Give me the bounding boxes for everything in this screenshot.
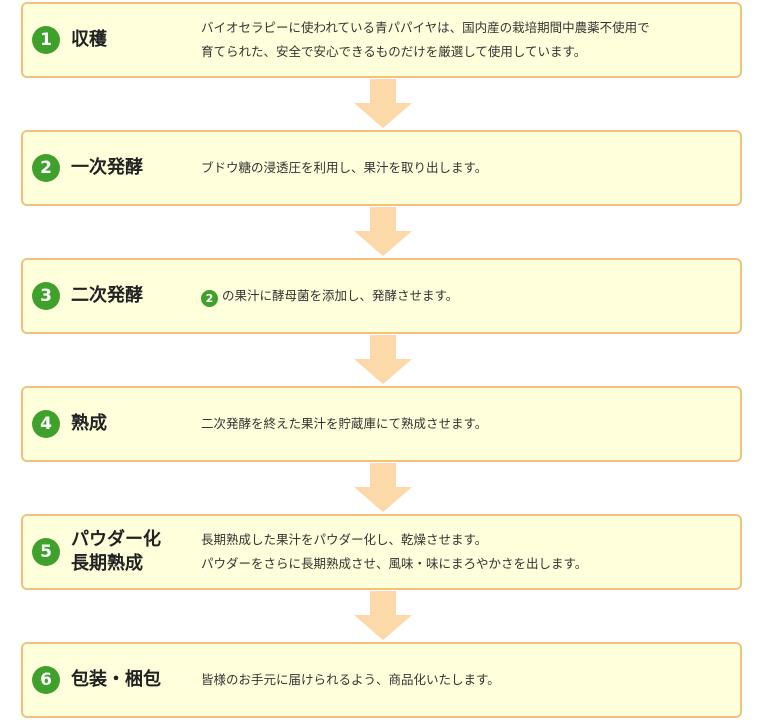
step-title-line: 収穫	[71, 29, 107, 50]
step-description-line: 二次発酵を終えた果汁を貯蔵庫にて熟成させます。	[201, 416, 488, 431]
step-description-line: バイオセラピーに使われている青パパイヤは、国内産の栽培期間中農薬不使用で	[201, 20, 650, 35]
step-description: バイオセラピーに使われている青パパイヤは、国内産の栽培期間中農薬不使用で 育てら…	[201, 16, 650, 64]
step-description-line: 長期熟成した果汁をパウダー化し、乾燥させます。	[201, 532, 488, 547]
step-title: 包装・梱包	[71, 668, 161, 692]
step-box-4: 4 熟成 二次発酵を終えた果汁を貯蔵庫にて熟成させます。	[21, 386, 742, 462]
step-title-line: 二次発酵	[71, 285, 143, 306]
step-description: 2 の果汁に酵母菌を添加し、発酵させます。	[201, 284, 458, 308]
step-description-line: パウダーをさらに長期熟成させ、風味・味にまろやかさを出します。	[201, 556, 588, 571]
step-description-line: ブドウ糖の浸透圧を利用し、果汁を取り出します。	[201, 160, 488, 175]
flow-arrow-down-icon	[354, 591, 412, 640]
step-title-line: 包装・梱包	[71, 669, 161, 690]
step-title: パウダー化 長期熟成	[71, 528, 161, 576]
step-number-badge: 4	[32, 410, 60, 438]
step-reference-badge: 2	[201, 290, 218, 307]
step-number-badge: 6	[32, 666, 60, 694]
step-description-line: 育てられた、安全で安心できるものだけを厳選して使用しています。	[201, 44, 587, 59]
step-description: ブドウ糖の浸透圧を利用し、果汁を取り出します。	[201, 156, 487, 180]
step-box-1: 1 収穫 バイオセラピーに使われている青パパイヤは、国内産の栽培期間中農薬不使用…	[21, 2, 742, 78]
step-title-line: 一次発酵	[71, 157, 143, 178]
step-description-line: 皆様のお手元に届けられるよう、商品化いたします。	[201, 672, 500, 687]
flow-arrow-down-icon	[354, 463, 412, 512]
step-number-badge: 2	[32, 154, 60, 182]
flow-arrow-down-icon	[354, 335, 412, 384]
step-title: 二次発酵	[71, 284, 143, 308]
step-description-line: 2 の果汁に酵母菌を添加し、発酵させます。	[201, 284, 458, 308]
step-title: 収穫	[71, 28, 107, 52]
step-number-badge: 5	[32, 538, 60, 566]
step-box-3: 3 二次発酵 2 の果汁に酵母菌を添加し、発酵させます。	[21, 258, 742, 334]
step-number-badge: 1	[32, 26, 60, 54]
step-description: 二次発酵を終えた果汁を貯蔵庫にて熟成させます。	[201, 412, 487, 436]
step-title: 熟成	[71, 412, 107, 436]
flow-arrow-down-icon	[354, 79, 412, 128]
step-description: 皆様のお手元に届けられるよう、商品化いたします。	[201, 668, 500, 692]
step-title-line: パウダー化	[71, 529, 161, 550]
step-description: 長期熟成した果汁をパウダー化し、乾燥させます。 パウダーをさらに長期熟成させ、風…	[201, 528, 587, 576]
step-number-badge: 3	[32, 282, 60, 310]
step-title-line: 長期熟成	[71, 553, 143, 574]
step-box-6: 6 包装・梱包 皆様のお手元に届けられるよう、商品化いたします。	[21, 642, 742, 718]
step-description-text: の果汁に酵母菌を添加し、発酵させます。	[222, 288, 459, 303]
step-title: 一次発酵	[71, 156, 143, 180]
flow-arrow-down-icon	[354, 207, 412, 256]
step-box-2: 2 一次発酵 ブドウ糖の浸透圧を利用し、果汁を取り出します。	[21, 130, 742, 206]
step-title-line: 熟成	[71, 413, 107, 434]
step-box-5: 5 パウダー化 長期熟成 長期熟成した果汁をパウダー化し、乾燥させます。 パウダ…	[21, 514, 742, 590]
